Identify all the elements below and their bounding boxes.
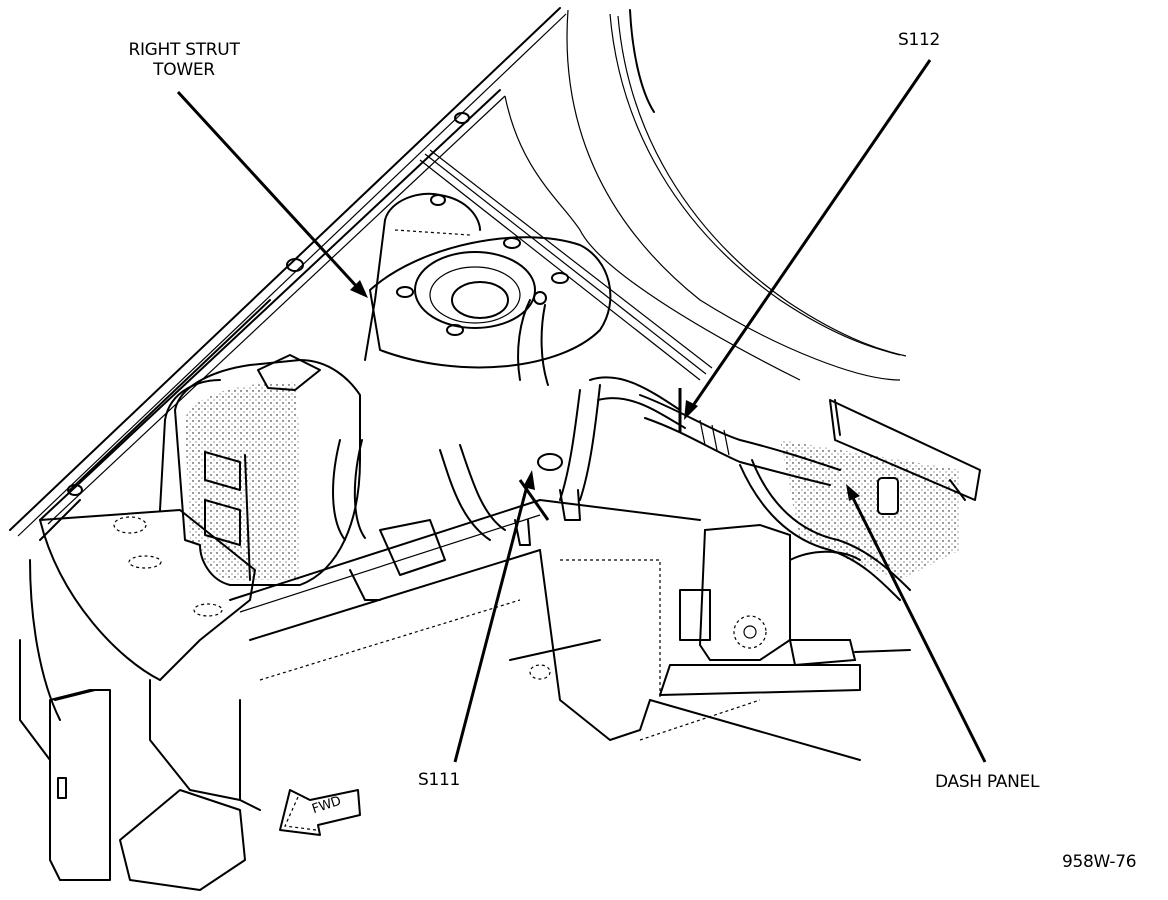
abs-module: [659, 523, 911, 696]
leader-s111: [453, 470, 550, 763]
fwd-arrow-icon: [279, 789, 361, 836]
dash-panel: [780, 399, 981, 580]
s111-label: S111: [418, 770, 461, 790]
right-strut-tower-label-line2: TOWER: [153, 60, 215, 80]
wheel-house: [419, 9, 907, 381]
strut-tower: [364, 192, 612, 386]
frame-rail: [229, 499, 861, 761]
s112-label: S112: [898, 30, 941, 50]
right-strut-tower-label: RIGHT STRUT TOWER: [104, 40, 264, 80]
dash-panel-label: DASH PANEL: [935, 772, 1040, 792]
front-crossmember: [19, 509, 261, 891]
right-strut-tower-label-line1: RIGHT STRUT: [128, 40, 240, 60]
fender-rail: [9, 7, 567, 541]
leader-s112: [678, 59, 932, 432]
leader-right-strut-tower: [176, 90, 368, 298]
leader-dash-panel: [846, 484, 987, 763]
figure-id-label: 958W-76: [1062, 852, 1137, 872]
coolant-reservoir: [159, 354, 361, 586]
bracket: [349, 453, 581, 601]
hoses: [332, 376, 686, 541]
